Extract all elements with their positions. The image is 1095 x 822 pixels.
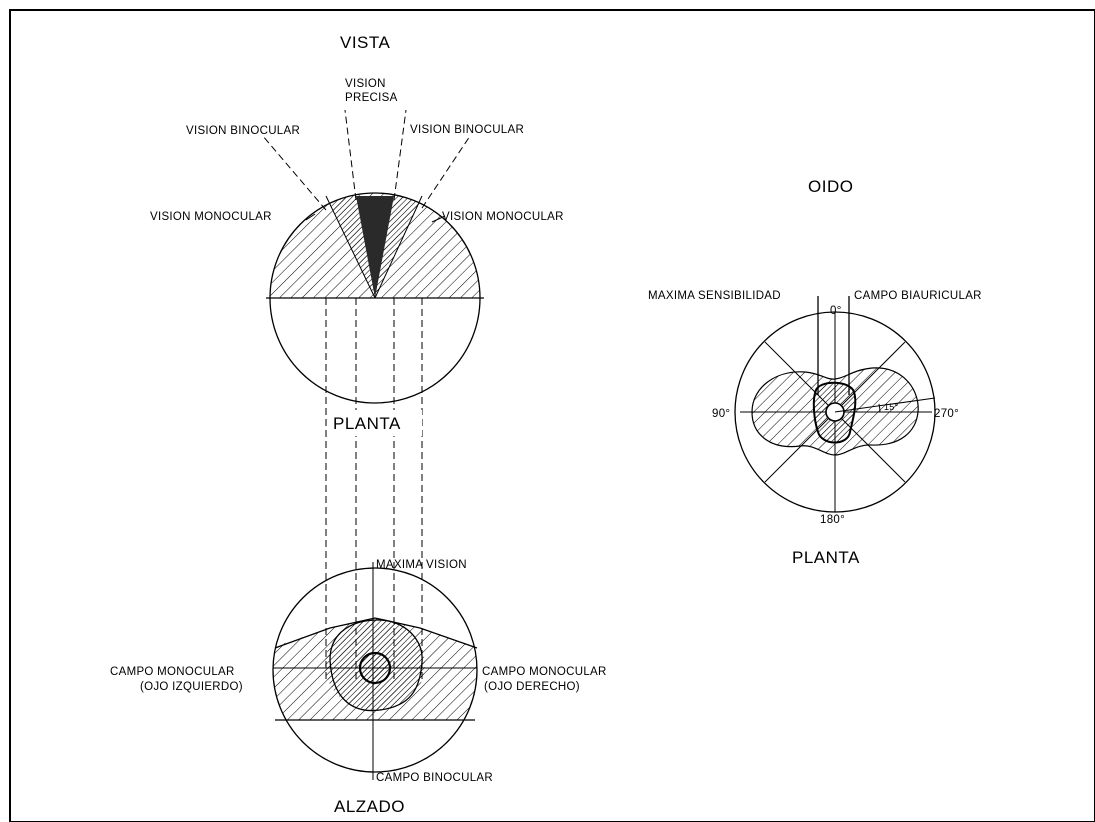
vista-planta-diagram bbox=[261, 109, 484, 404]
projection-lines bbox=[325, 298, 423, 680]
vista-title: VISTA bbox=[340, 33, 391, 52]
angle-ray-15 bbox=[834, 397, 936, 413]
leader-monocular-right bbox=[431, 215, 446, 223]
oido-planta-diagram bbox=[734, 296, 936, 513]
label-vision-monocular-left: VISION MONOCULAR bbox=[150, 211, 272, 223]
leader-binocular-left bbox=[261, 134, 327, 211]
label-angle-180: 180° bbox=[820, 514, 845, 526]
leader-monocular-left bbox=[305, 213, 316, 221]
label-campo-binocular: CAMPO BINOCULAR bbox=[376, 772, 493, 784]
label-vision-monocular-right: VISION MONOCULAR bbox=[442, 211, 564, 223]
oido-title: OIDO bbox=[808, 177, 853, 196]
vista-planta-label: PLANTA bbox=[333, 414, 401, 433]
angle-arc-15 bbox=[878, 403, 881, 413]
label-maxima-vision: MAXIMA VISION bbox=[376, 559, 467, 571]
alzado-diagram bbox=[272, 562, 478, 780]
leader-precisa-right bbox=[393, 109, 407, 201]
page-border bbox=[9, 9, 1095, 822]
leader-precisa-left bbox=[344, 109, 357, 201]
planta-label-bg bbox=[332, 410, 422, 436]
label-campo-monocular-left-1: CAMPO MONOCULAR bbox=[110, 666, 235, 678]
label-campo-monocular-right-1: CAMPO MONOCULAR bbox=[482, 666, 607, 678]
label-angle-90: 90° bbox=[712, 408, 730, 420]
leader-binocular-right bbox=[421, 135, 471, 209]
label-campo-monocular-left-2: (OJO IZQUIERDO) bbox=[140, 681, 243, 693]
label-campo-monocular-right-2: (OJO DERECHO) bbox=[484, 681, 580, 693]
alzado-circle bbox=[272, 567, 478, 773]
label-vision-binocular-left: VISION BINOCULAR bbox=[186, 125, 300, 137]
label-angle-270: 270° bbox=[934, 408, 959, 420]
binocular-edge-left bbox=[325, 195, 376, 299]
label-vision-binocular-right: VISION BINOCULAR bbox=[410, 124, 524, 136]
label-campo-biauricular: CAMPO BIAURICULAR bbox=[854, 290, 982, 302]
monocular-upper-edge bbox=[274, 617, 478, 649]
label-angle-0: 0° bbox=[830, 305, 842, 317]
label-vision-precisa-1: VISION bbox=[345, 78, 386, 90]
alzado-title: ALZADO bbox=[334, 797, 405, 816]
oido-planta-label: PLANTA bbox=[792, 548, 860, 567]
label-angle-small: 15° bbox=[884, 402, 899, 412]
binocular-edge-right bbox=[374, 195, 423, 299]
label-maxima-sensibilidad: MAXIMA SENSIBILIDAD bbox=[648, 290, 781, 302]
label-vision-precisa-2: PRECISA bbox=[345, 92, 398, 104]
binocular-contour bbox=[329, 619, 423, 712]
precise-vision-field bbox=[356, 196, 394, 298]
